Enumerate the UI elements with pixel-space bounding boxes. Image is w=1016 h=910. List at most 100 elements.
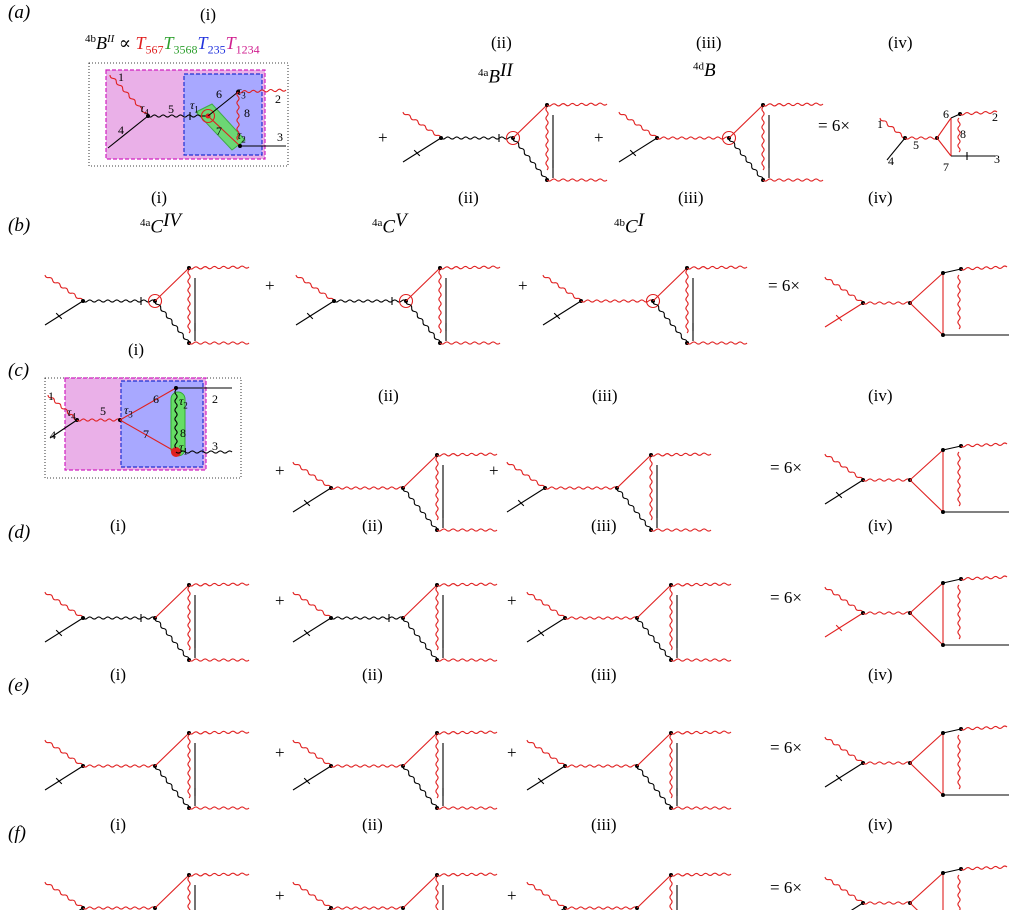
propagator <box>44 300 84 326</box>
node-label: 7 <box>143 427 149 441</box>
plus-sign: + <box>489 461 499 480</box>
red-propagator <box>909 272 944 304</box>
red-wavy-propagator <box>526 739 566 767</box>
wavy-propagator <box>175 450 233 454</box>
red-propagator <box>119 419 177 453</box>
diagram-name: 4dB <box>693 60 716 81</box>
red-wavy-propagator <box>439 341 501 345</box>
plus-sign: + <box>275 886 285 905</box>
node-label: 3 <box>994 152 1000 166</box>
wavy-propagator <box>402 617 438 661</box>
panel-label: (iii) <box>592 386 618 405</box>
plus-sign: + <box>275 591 285 610</box>
red-wavy-propagator <box>957 584 961 640</box>
wavy-propagator <box>636 765 672 809</box>
red-propagator <box>402 874 438 909</box>
tau-label: τ3 <box>237 84 246 101</box>
panel-label: (i) <box>200 5 217 24</box>
tau-label: τ1 <box>190 98 199 115</box>
propagator <box>292 487 332 513</box>
plus-sign: + <box>275 743 285 762</box>
red-propagator <box>405 267 441 302</box>
red-wavy-propagator <box>862 301 911 305</box>
node-label: 1 <box>118 70 124 84</box>
red-wavy-propagator <box>438 269 442 334</box>
red-wavy-propagator <box>436 730 498 735</box>
node-label: 8 <box>244 106 250 120</box>
panel-label: (i) <box>110 815 127 834</box>
red-wavy-propagator <box>862 761 911 765</box>
red-propagator <box>636 874 672 909</box>
cut-mark <box>553 312 561 320</box>
red-wavy-propagator <box>295 274 335 302</box>
propagator <box>886 137 906 161</box>
node-label: 6 <box>216 87 222 101</box>
red-wavy-propagator <box>862 611 911 615</box>
red-wavy-propagator <box>824 736 864 764</box>
wavy-propagator <box>405 300 441 344</box>
red-wavy-propagator <box>76 418 121 422</box>
red-wavy-propagator <box>761 106 765 171</box>
red-propagator <box>909 902 919 910</box>
red-wavy-propagator <box>526 591 566 619</box>
multiplicity: = 6× <box>770 588 802 607</box>
propagator <box>942 268 962 274</box>
multiplicity: = 6× <box>770 458 802 477</box>
propagator <box>107 115 149 149</box>
red-wavy-propagator <box>188 658 250 662</box>
wavy-propagator <box>616 487 652 531</box>
red-propagator <box>207 115 241 147</box>
node-label: 7 <box>943 160 949 174</box>
red-propagator <box>652 267 688 302</box>
cut-mark <box>55 777 63 785</box>
panel-label: (ii) <box>491 33 512 52</box>
multiplicity: = 6× <box>770 738 802 757</box>
red-wavy-propagator <box>545 106 549 171</box>
red-wavy-propagator <box>957 274 961 330</box>
wavy-propagator <box>652 300 688 344</box>
red-wavy-propagator <box>862 901 911 905</box>
red-propagator <box>909 302 944 336</box>
red-wavy-propagator <box>109 74 149 117</box>
tau-label: τ4 <box>140 101 149 118</box>
propagator <box>207 91 239 117</box>
red-wavy-propagator <box>435 734 439 799</box>
red-wavy-propagator <box>564 616 638 620</box>
red-wavy-propagator <box>435 876 439 910</box>
red-wavy-propagator <box>669 586 673 651</box>
red-wavy-propagator <box>544 486 618 490</box>
marked-vertex-circle <box>398 293 414 309</box>
cut-mark <box>303 629 311 637</box>
node-label: 6 <box>943 107 949 121</box>
red-wavy-propagator <box>670 658 732 662</box>
red-propagator <box>909 479 944 513</box>
red-wavy-propagator <box>960 725 1008 731</box>
red-wavy-propagator <box>292 739 332 767</box>
cut-mark <box>835 314 843 322</box>
marked-vertex-circle <box>200 108 216 124</box>
wavy-propagator <box>402 487 438 531</box>
panel-label: (iii) <box>591 665 617 684</box>
red-wavy-propagator <box>436 872 498 877</box>
red-wavy-propagator <box>824 453 864 481</box>
red-wavy-propagator <box>44 881 84 909</box>
node-label: 5 <box>100 404 106 418</box>
red-propagator <box>824 612 864 638</box>
cut-mark <box>303 777 311 785</box>
panel-label: (i) <box>110 516 127 535</box>
propagator <box>542 300 582 326</box>
cut-mark <box>537 629 545 637</box>
red-wavy-propagator <box>670 730 732 735</box>
propagator <box>49 419 78 439</box>
cut-mark <box>517 499 525 507</box>
red-wavy-propagator <box>762 178 824 182</box>
red-wavy-propagator <box>542 274 582 302</box>
panel-label: (i) <box>151 188 168 207</box>
red-wavy-propagator <box>650 452 712 457</box>
propagator <box>44 765 84 791</box>
red-wavy-propagator <box>960 265 1008 271</box>
tau-label: τ2 <box>179 394 188 411</box>
row-label-b: (b) <box>8 215 31 236</box>
multiplicity: = 6× <box>770 878 802 897</box>
frame-box <box>88 62 289 167</box>
